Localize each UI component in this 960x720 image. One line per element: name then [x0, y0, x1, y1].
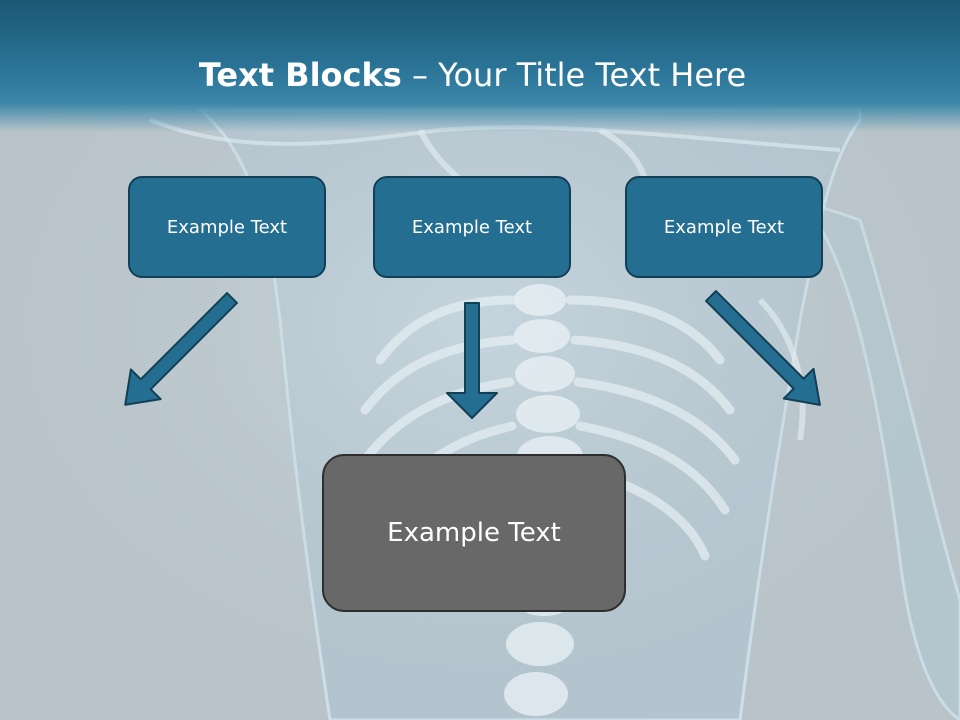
text-block-3[interactable]: Example Text: [625, 176, 823, 278]
arrow-left-diagonal: [124, 292, 238, 406]
target-text-block[interactable]: Example Text: [322, 454, 626, 612]
arrow-right-diagonal: [705, 290, 821, 406]
text-block-2[interactable]: Example Text: [373, 176, 571, 278]
slide-title: Text Blocks – Your Title Text Here: [0, 52, 945, 98]
header-band: [0, 0, 960, 132]
arrow-down: [446, 302, 498, 419]
slide-title-bold: Text Blocks: [198, 56, 402, 94]
slide-title-rest: – Your Title Text Here: [401, 56, 747, 94]
text-block-1[interactable]: Example Text: [128, 176, 326, 278]
